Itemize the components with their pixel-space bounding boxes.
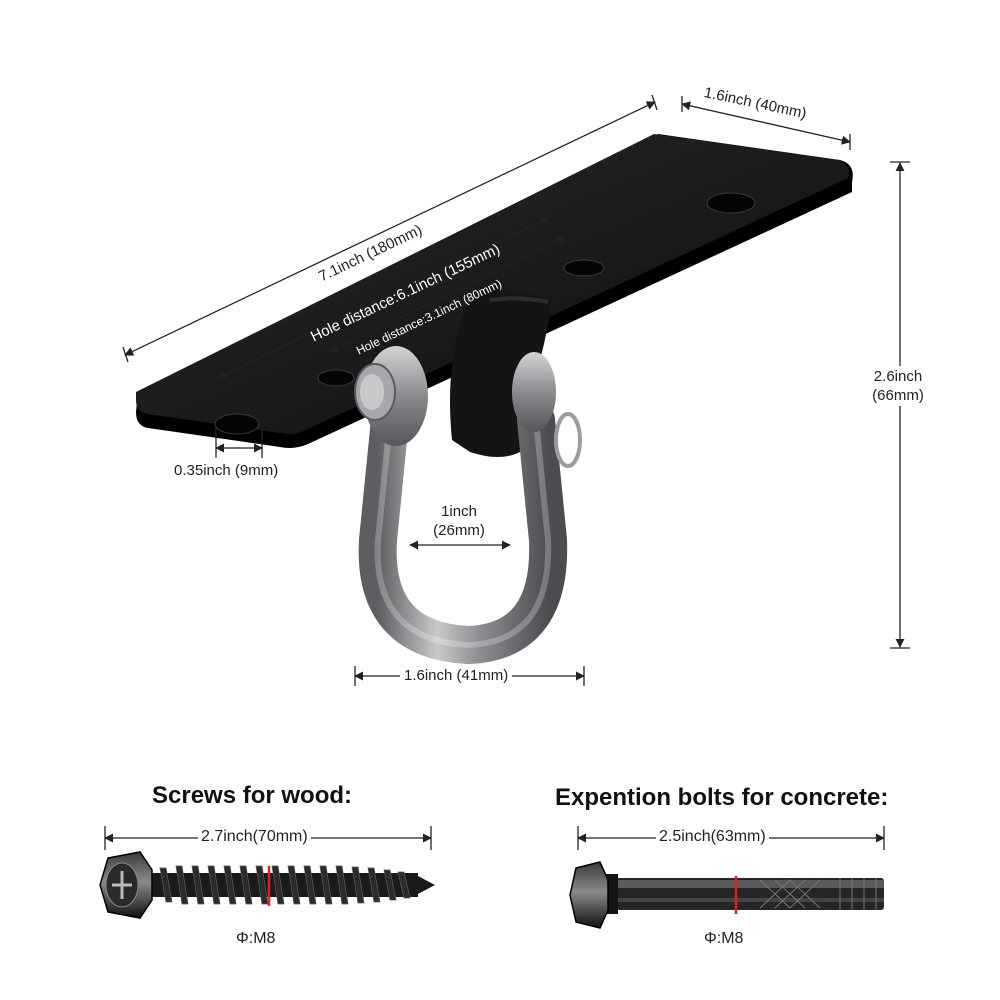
wood-screw — [99, 826, 435, 919]
shackle-width-label: 1.6inch (41mm) — [400, 667, 513, 684]
screw-length-label: 2.7inch(70mm) — [198, 828, 311, 846]
hole-diameter-label: 0.35inch (9mm) — [174, 462, 279, 479]
height-label-line1: 2.6inch — [873, 368, 923, 385]
bolt-length-label: 2.5inch(63mm) — [656, 828, 769, 846]
screws-heading: Screws for wood: — [152, 782, 353, 809]
mounting-hole — [317, 369, 355, 387]
bolts-heading: Expention bolts for concrete: — [555, 784, 889, 811]
bolt-head — [569, 861, 609, 929]
split-ring — [554, 412, 582, 468]
mounting-hole — [706, 192, 756, 214]
shackle-inner-line1: 1inch — [441, 503, 477, 520]
dimension-lines — [122, 94, 910, 686]
height-label: 2.6inch (66mm) — [870, 366, 926, 406]
height-label-line2: (66mm) — [872, 387, 924, 404]
mounting-hole — [214, 413, 260, 435]
expansion-bolt — [569, 826, 885, 929]
mounting-hole — [563, 259, 605, 277]
shackle-inner-label: 1inch (26mm) — [433, 502, 485, 540]
bolt-diameter-label: Φ:M8 — [704, 930, 744, 947]
shackle-inner-line2: (26mm) — [433, 522, 485, 539]
screw-diameter-label: Φ:M8 — [236, 930, 276, 947]
